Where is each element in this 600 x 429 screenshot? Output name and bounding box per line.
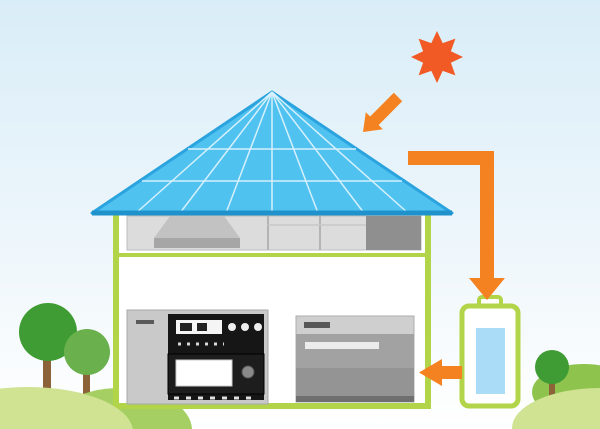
roof-grid-line bbox=[271, 91, 409, 214]
solar-panel-grid bbox=[135, 91, 409, 214]
mound-left-light bbox=[0, 387, 133, 429]
oven-knob bbox=[254, 323, 262, 331]
tree-trunk bbox=[549, 378, 555, 406]
roof-grid-line bbox=[271, 91, 319, 214]
microwave-window bbox=[175, 359, 233, 387]
sun-core bbox=[424, 44, 450, 70]
roof-grid-line bbox=[135, 91, 273, 214]
tree-trunk bbox=[83, 372, 90, 406]
tree-trunk bbox=[43, 352, 51, 402]
arrow-sun-to-roof bbox=[363, 92, 403, 132]
range-hood-base bbox=[154, 238, 240, 248]
dishwasher-kickplate bbox=[296, 396, 414, 402]
tree-foliage bbox=[535, 350, 569, 384]
solar-roof bbox=[90, 90, 454, 216]
roof-grid-line bbox=[225, 91, 273, 214]
kitchen-unit bbox=[126, 309, 269, 405]
tree-right bbox=[535, 350, 569, 406]
battery-charge-level bbox=[476, 328, 505, 394]
dishwasher-slot bbox=[305, 342, 379, 349]
roof-grid-line bbox=[179, 91, 273, 214]
tree-foliage bbox=[19, 303, 77, 361]
roof-grid-line bbox=[271, 91, 365, 214]
energy-flow-arrows bbox=[363, 92, 505, 386]
tree-left-small bbox=[64, 329, 110, 406]
cabinet-handle bbox=[136, 320, 154, 324]
microwave-dial bbox=[241, 365, 255, 379]
tree-left-large bbox=[19, 303, 77, 402]
upper-cabinet-dark-panel bbox=[366, 216, 421, 250]
oven-knob bbox=[241, 323, 249, 331]
arrow-battery-to-house bbox=[419, 359, 462, 386]
oven-display-segment bbox=[180, 323, 192, 331]
oven-display-segment bbox=[197, 323, 207, 331]
oven-knob bbox=[228, 323, 236, 331]
dishwasher bbox=[295, 315, 415, 403]
sun bbox=[411, 31, 463, 83]
storage-battery bbox=[459, 295, 521, 409]
dishwasher-handle bbox=[304, 322, 330, 328]
range-hood bbox=[154, 216, 240, 238]
mound-right-light bbox=[512, 388, 600, 429]
house bbox=[113, 205, 431, 409]
arrow-roof-to-battery bbox=[408, 151, 505, 300]
tree-foliage bbox=[64, 329, 110, 375]
